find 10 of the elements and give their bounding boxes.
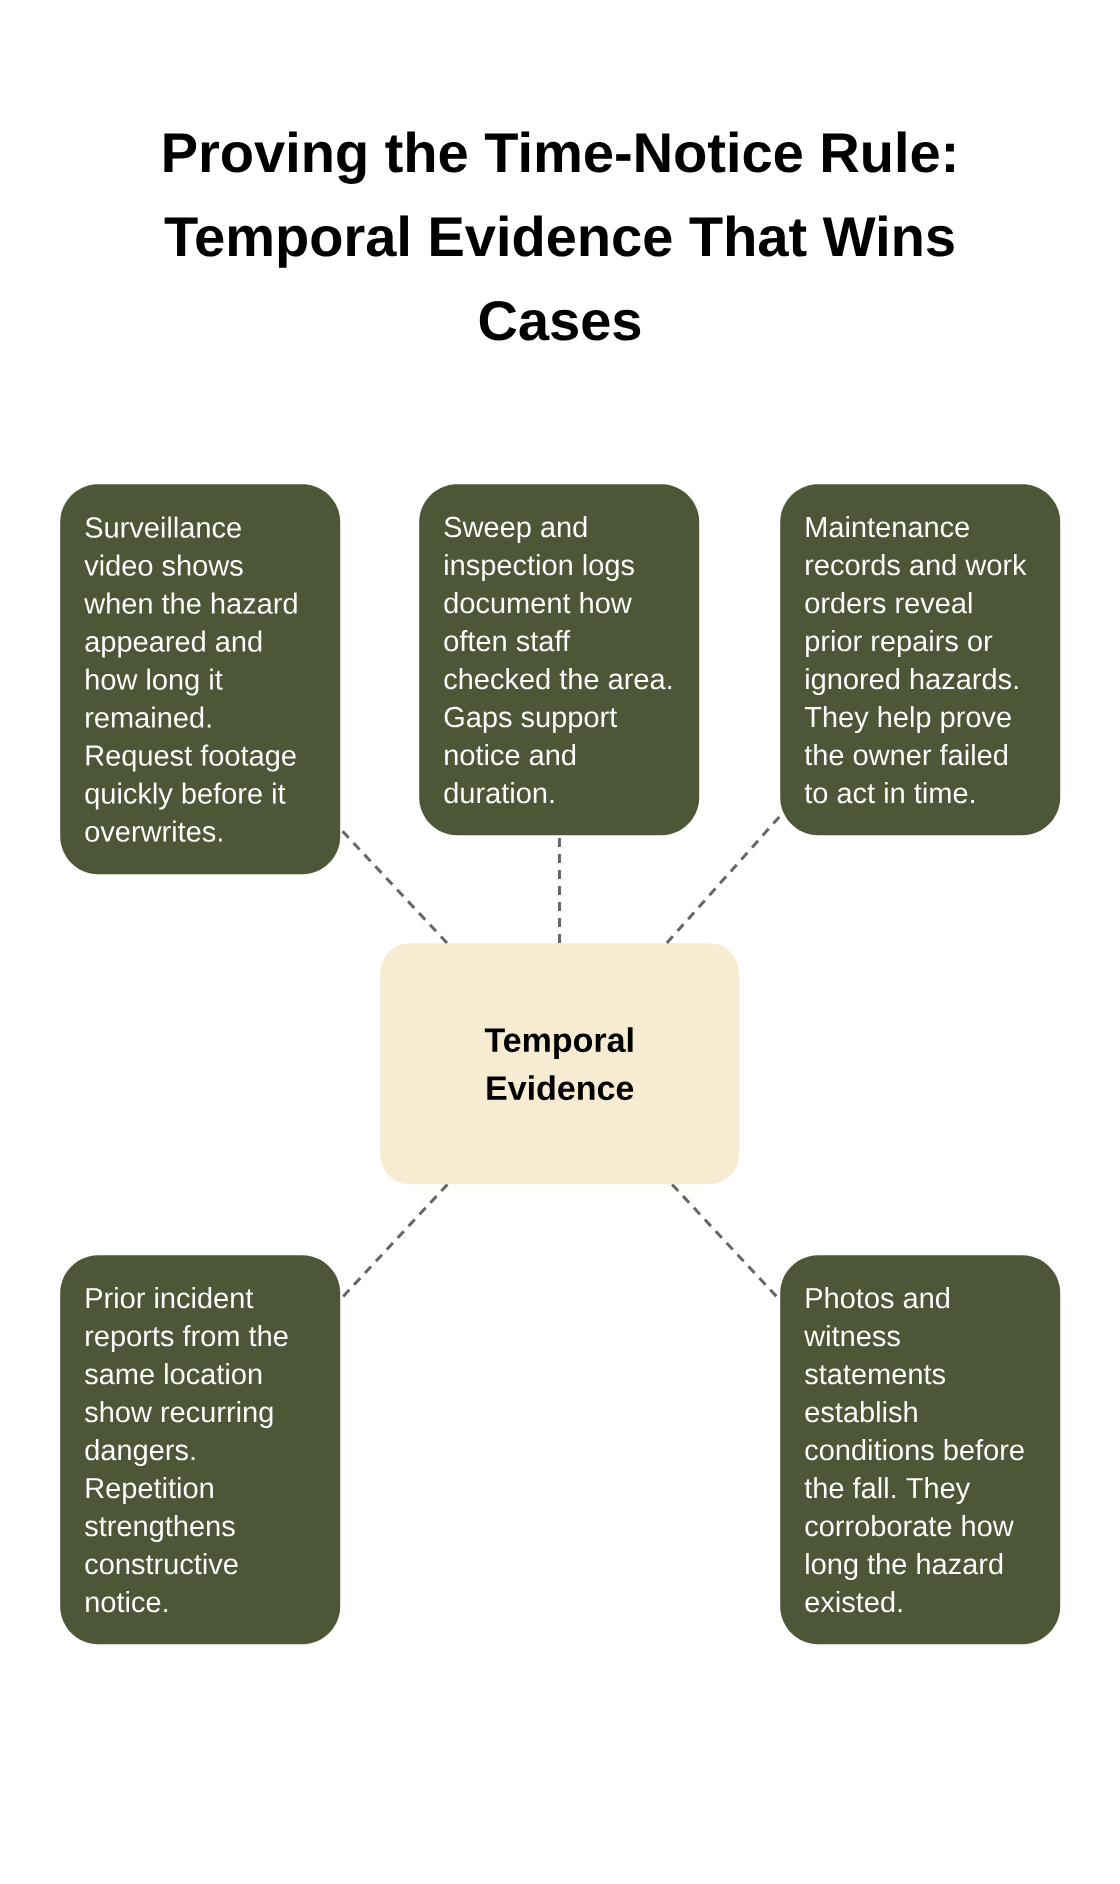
text-box: Sweep and inspection logs document how often staff checked the area. Gaps support notice and duration.	[419, 484, 700, 836]
title: Proving the Time-Notice Rule: Temporal Evidence That Wins Cases	[164, 131, 954, 341]
text-box: Surveillance video shows when the hazard appeared and how long it remained. Request footage quickly before it overwrites.	[60, 484, 341, 875]
connector-line	[665, 815, 782, 944]
hub-box: Temporal Evidence	[380, 943, 740, 1185]
connector-line	[557, 835, 562, 943]
connector-line	[339, 827, 449, 945]
text-box: Maintenance records and work orders reveal prior repairs or ignored hazards. They help prove the owner failed to act in time.	[780, 484, 1061, 836]
text-box: Prior incident reports from the same location show recurring dangers. Repetition strengthens constructive notice.	[60, 1255, 341, 1645]
text-box: Photos and witness statements establish conditions before the fall. They corroborate how long the hazard existed.	[780, 1255, 1061, 1645]
